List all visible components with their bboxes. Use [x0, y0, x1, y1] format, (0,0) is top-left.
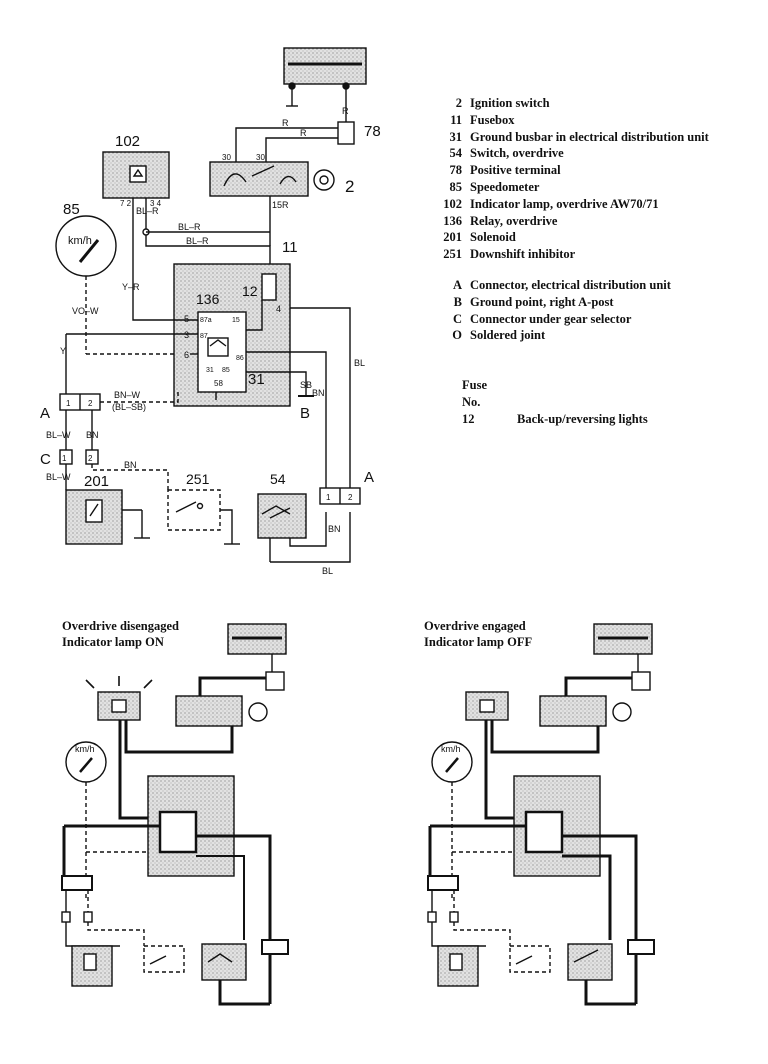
speedometer-small-label-left: km/h [75, 744, 95, 754]
label-54: 54 [270, 471, 286, 487]
main-schematic [55, 47, 367, 563]
wire-bl-sb: (BL–SB) [112, 402, 146, 412]
label-251: 251 [186, 471, 210, 487]
speedometer-small-label-right: km/h [441, 744, 461, 754]
label-2: 2 [345, 177, 354, 196]
wire-bl-r-2: BL–R [178, 222, 201, 232]
wire-bl-w-2: BL–W [46, 472, 71, 482]
pin-1-a: 1 [66, 399, 71, 408]
solenoid-201 [65, 489, 123, 545]
caption-disengaged: Overdrive disengaged Indicator lamp ON [62, 618, 179, 650]
terminal-5: 5 [184, 314, 189, 324]
terminal-6: 6 [184, 350, 189, 360]
label-85: 85 [63, 201, 80, 218]
label-201: 201 [84, 473, 109, 490]
wire-15r: 15R [272, 200, 289, 210]
wire-bn-4: BN [328, 524, 341, 534]
wire-bl-r-1: BL–R [136, 206, 159, 216]
pin-2-c: 2 [88, 454, 93, 463]
terminal-87a: 87a [200, 317, 212, 324]
label-31: 31 [248, 371, 265, 388]
wire-r-2: R [300, 128, 307, 138]
wire-bn-1: BN [86, 430, 99, 440]
fuse-row: 12 Back-up/reversing lights [462, 411, 648, 428]
wire-y-r: Y–R [122, 282, 140, 292]
terminal-87: 87 [200, 333, 208, 340]
terminal-30a: 30 [222, 153, 231, 162]
wire-r-1: R [282, 118, 289, 128]
caption-engaged: Overdrive engaged Indicator lamp OFF [424, 618, 532, 650]
wire-bl-2: BL [322, 566, 333, 576]
fuse-table: Fuse No. 12 Back-up/reversing lights [462, 377, 648, 427]
state-diagram-engaged [427, 623, 655, 1006]
wire-bn-w: BN–W [114, 390, 141, 400]
terminal-7-2: 7 2 [120, 199, 132, 208]
terminal-4: 4 [276, 304, 281, 314]
terminal-15: 15 [232, 317, 240, 324]
wire-bn-2: BN [124, 460, 137, 470]
wire-vo-w: VO–W [72, 306, 99, 316]
wire-sb: SB [300, 380, 312, 390]
label-12: 12 [242, 283, 258, 299]
schematic-labels: 102 78 85 2 11 136 12 31 251 54 201 A A … [40, 106, 381, 576]
wire-y: Y [60, 346, 66, 356]
pin-2-a-right: 2 [348, 493, 353, 502]
terminal-31-small: 31 [206, 367, 214, 374]
fuse-header-1: Fuse [462, 378, 487, 392]
point-a-left: A [40, 405, 50, 422]
pin-1-c: 1 [62, 454, 67, 463]
pin-1-a-right: 1 [326, 493, 331, 502]
speedometer-label: km/h [68, 235, 92, 247]
state-diagram-labels: km/h km/h [75, 744, 461, 754]
switch-overdrive-54 [257, 493, 307, 539]
wire-bl-w-1: BL–W [46, 430, 71, 440]
fuse-header-2: No. [462, 394, 481, 409]
terminal-3: 3 [184, 330, 189, 340]
positive-terminal-78 [337, 121, 355, 145]
terminal-58: 58 [214, 379, 223, 388]
ignition-switch-2 [209, 161, 309, 197]
terminal-3-4: 3 4 [150, 199, 162, 208]
point-b: B [300, 405, 310, 422]
caption-right-line1: Overdrive engaged [424, 619, 526, 633]
terminal-86: 86 [236, 355, 244, 362]
label-11: 11 [282, 239, 298, 256]
state-diagram-disengaged [61, 623, 289, 1006]
label-136: 136 [196, 291, 220, 307]
wire-bl-1: BL [354, 358, 365, 368]
terminal-30b: 30 [256, 153, 265, 162]
caption-left-line1: Overdrive disengaged [62, 619, 180, 633]
wire-r-3: R [342, 106, 349, 116]
battery-box [283, 47, 367, 85]
fuse-number: 12 [462, 411, 475, 426]
caption-left-line2: Indicator lamp ON [62, 635, 164, 649]
caption-right-line2: Indicator lamp OFF [424, 635, 533, 649]
downshift-inhibitor-251 [167, 489, 221, 531]
terminal-85: 85 [222, 367, 230, 374]
pin-2-a: 2 [88, 399, 93, 408]
label-78: 78 [364, 123, 381, 140]
point-c: C [40, 451, 51, 468]
wire-bn-3: BN [312, 388, 325, 398]
wire-bl-r-3: BL–R [186, 236, 209, 246]
point-a-right: A [364, 469, 374, 486]
label-102: 102 [115, 133, 140, 150]
fuse-label: Back-up/reversing lights [517, 411, 648, 426]
